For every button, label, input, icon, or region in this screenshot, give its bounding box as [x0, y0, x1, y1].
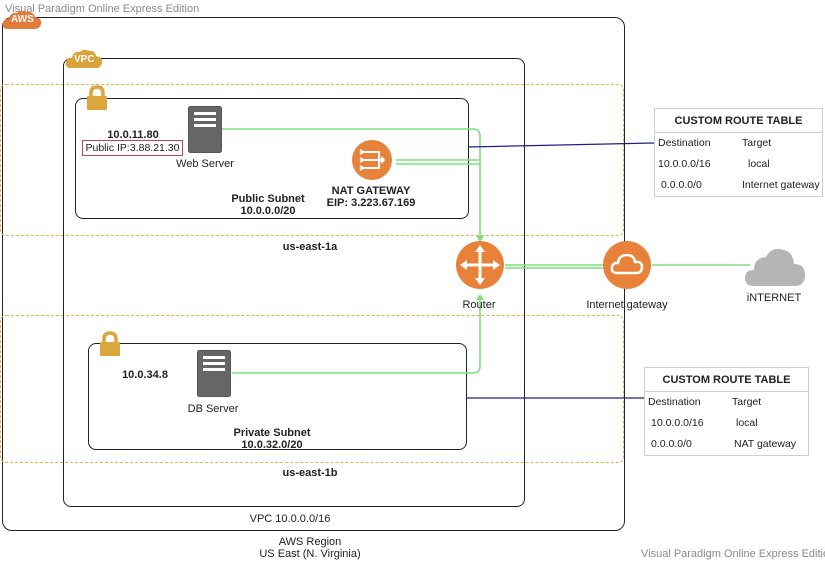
watermark-bottom: Visual Paradigm Online Express Edition: [641, 548, 825, 560]
route-target: Internet gateway: [742, 179, 820, 191]
green-connectors: [222, 128, 750, 374]
public-route-table-header-destination: Destination: [658, 137, 711, 149]
arrow-up-icon: [476, 294, 484, 300]
nat-gateway-title: NAT GATEWAY: [331, 185, 411, 197]
private-route-table-title: CUSTOM ROUTE TABLE: [645, 368, 808, 392]
route-target: local: [748, 158, 770, 170]
private-subnet-box: [88, 343, 467, 450]
aws-badge-text: AWS: [11, 14, 34, 25]
db-server-icon[interactable]: [197, 350, 231, 402]
nat-gateway-eip: EIP: 3.223.67.169: [326, 197, 416, 209]
route-destination: 10.0.0.0/16: [651, 417, 704, 429]
web-server-private-ip: 10.0.11.80: [107, 129, 159, 141]
route-destination: 10.0.0.0/16: [658, 158, 711, 170]
web-server-to-router-line: [222, 128, 481, 238]
internet-label: iNTERNET: [746, 292, 802, 304]
private-subnet-cidr: 10.0.32.0/20: [241, 439, 303, 451]
private-subnet-label: Private Subnet 10.0.32.0/20: [222, 427, 322, 451]
public-route-table-line: [467, 142, 655, 148]
internet-gateway-icon[interactable]: [602, 240, 652, 295]
public-subnet-lock-icon: [86, 85, 108, 116]
web-server-public-ip: Public IP:3.88.21.30: [82, 140, 183, 156]
route-destination: 0.0.0.0/0: [651, 438, 692, 450]
table-row: 0.0.0.0/0 Internet gateway: [655, 175, 822, 196]
route-target: NAT gateway: [734, 438, 797, 450]
internet-cloud-icon: [744, 244, 806, 293]
availability-zone-1b: [0, 315, 624, 463]
zone-label-1b: us-east-1b: [282, 467, 338, 479]
table-row: 10.0.0.0/16 local: [655, 154, 822, 175]
public-route-table-header-target: Target: [742, 137, 772, 149]
private-route-table-header-destination: Destination: [648, 396, 701, 408]
db-server-to-router-line: [232, 298, 481, 374]
aws-region-name: AWS Region: [278, 536, 342, 548]
vpc-cloud-icon: [65, 49, 103, 68]
private-subnet-lock-icon: [99, 331, 121, 362]
web-server-icon[interactable]: [188, 106, 222, 158]
aws-badge: AWS: [2, 9, 42, 36]
public-route-table: CUSTOM ROUTE TABLE Destination Target 10…: [654, 108, 823, 197]
public-subnet-box: [75, 98, 469, 219]
availability-zone-1a: [0, 84, 624, 236]
zone-label-1a: us-east-1a: [282, 241, 338, 253]
web-server-label: Web Server: [176, 158, 234, 170]
table-row: 10.0.0.0/16 local: [645, 413, 808, 434]
vpc-badge-text: VPC: [74, 54, 95, 65]
watermark-top: Visual Paradigm Online Express Edition: [5, 3, 200, 15]
private-route-table-header-row: Destination Target: [645, 392, 808, 413]
arrow-down-icon: [476, 236, 484, 242]
aws-region-location: US East (N. Virginia): [259, 548, 361, 560]
private-route-table-header-target: Target: [732, 396, 762, 408]
nat-gateway-label: NAT GATEWAY EIP: 3.223.67.169: [320, 185, 422, 209]
private-subnet-title: Private Subnet: [233, 427, 311, 439]
vpc-badge: VPC: [65, 48, 103, 75]
table-row: 0.0.0.0/0 NAT gateway: [645, 434, 808, 455]
vpc-box: [63, 58, 525, 507]
internet-gateway-label: Internet gateway: [586, 299, 668, 311]
route-destination: 0.0.0.0/0: [661, 179, 702, 191]
private-route-table: CUSTOM ROUTE TABLE Destination Target 10…: [644, 367, 809, 456]
db-server-label: DB Server: [187, 403, 239, 415]
public-route-table-header-row: Destination Target: [655, 133, 822, 154]
public-subnet-cidr: 10.0.0.0/20: [240, 205, 296, 217]
router-label: Router: [462, 299, 496, 311]
public-route-table-title: CUSTOM ROUTE TABLE: [655, 109, 822, 133]
nat-gateway-icon[interactable]: [351, 139, 393, 186]
aws-cloud-icon: [2, 10, 42, 29]
green-arrowheads: [476, 236, 484, 300]
public-subnet-label: Public Subnet 10.0.0.0/20: [218, 193, 318, 217]
route-target: local: [736, 417, 758, 429]
route-table-lines: [466, 142, 655, 399]
db-server-private-ip: 10.0.34.8: [122, 369, 168, 381]
aws-region-label: AWS Region US East (N. Virginia): [230, 536, 390, 560]
router-icon[interactable]: [455, 240, 505, 295]
public-subnet-title: Public Subnet: [231, 193, 305, 205]
vpc-label: VPC 10.0.0.0/16: [249, 513, 331, 525]
